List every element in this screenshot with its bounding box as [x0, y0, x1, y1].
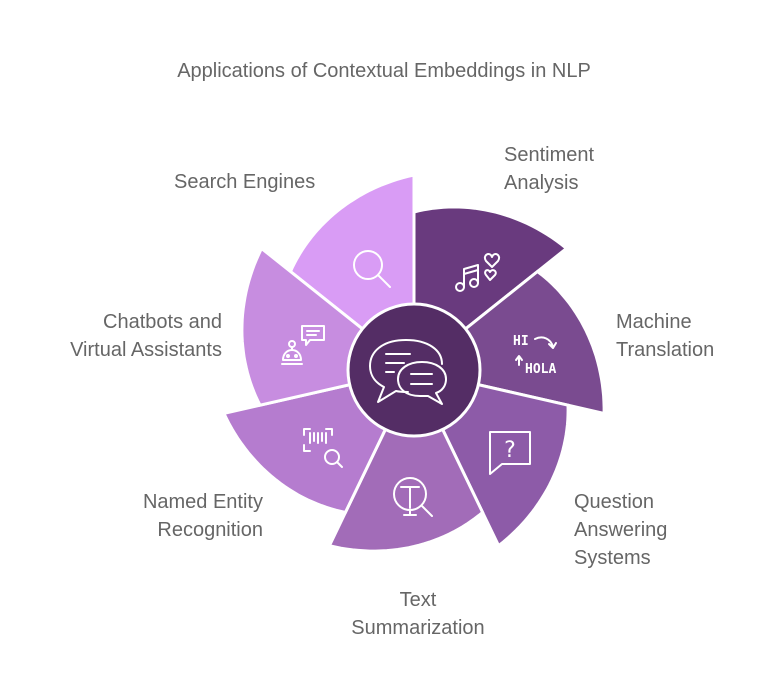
- magnifier-icon: [353, 250, 391, 288]
- barcode-scan-icon: [303, 428, 343, 468]
- text-search-icon: [393, 477, 433, 517]
- svg-text:?: ?: [504, 438, 516, 463]
- hi-hola-translate-icon: HI HOLA: [513, 334, 557, 377]
- label-search-engines: Search Engines: [174, 171, 316, 193]
- robot-chat-icon: [281, 325, 325, 365]
- diagram-title: Applications of Contextual Embeddings in…: [177, 60, 591, 82]
- question-bubble-icon: ?: [489, 431, 531, 475]
- wedge-text-summarization: [327, 366, 485, 553]
- svg-text:HOLA: HOLA: [525, 362, 556, 377]
- chat-bubbles-icon: [369, 339, 447, 405]
- music-hearts-icon: [455, 253, 501, 292]
- svg-text:HI: HI: [513, 334, 529, 349]
- center-hub: [346, 302, 482, 438]
